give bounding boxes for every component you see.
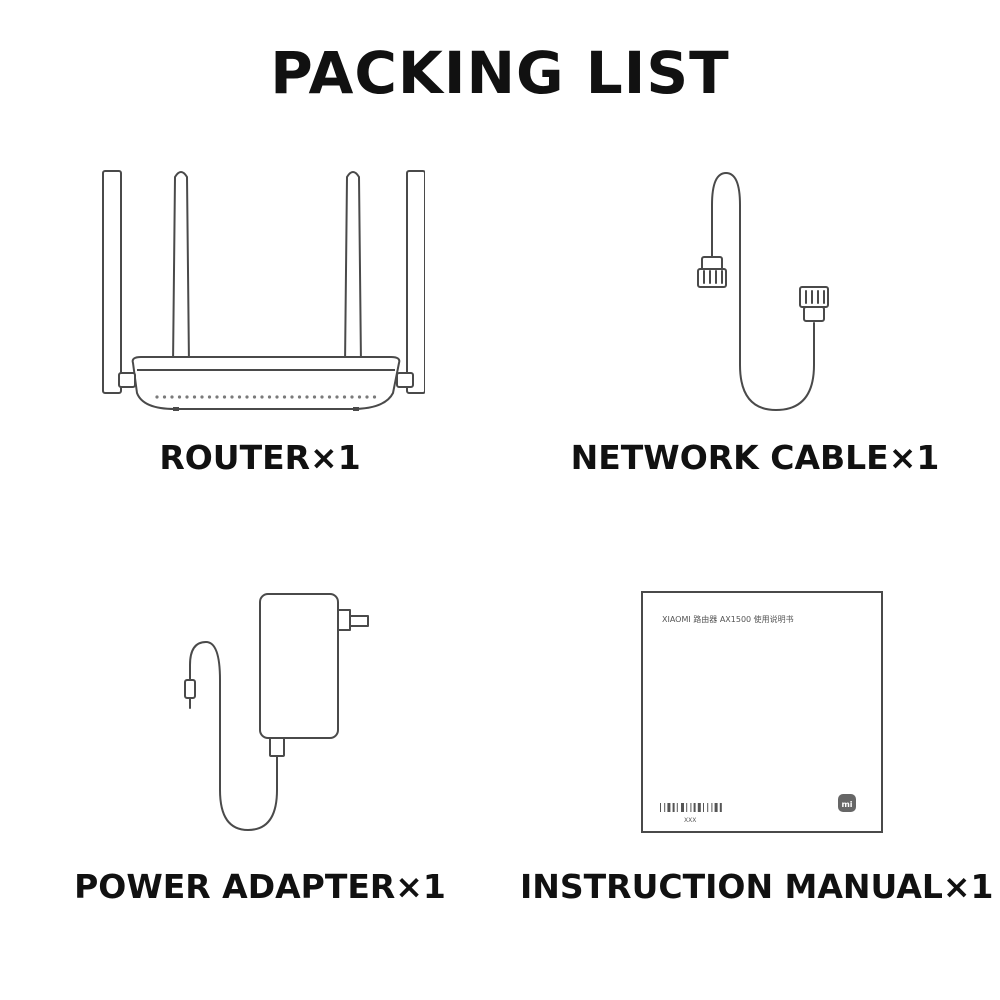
router-vent-dot [155,395,159,399]
router-vent-dot [207,395,212,399]
barcode-bar [690,803,692,812]
router-vent-dot [297,395,302,399]
router-vent-dot [215,395,219,399]
router-vent-dot [275,395,279,399]
barcode-bar [681,803,684,812]
router-vent-dot [342,395,347,399]
router-vent-dot [185,395,189,399]
mi-logo-icon [838,794,856,812]
router-vent-dot [222,395,227,399]
manual-cover-code: XXX [684,817,696,824]
router-vent-dot [177,395,182,399]
router-vent-dot [245,395,249,399]
power-adapter-label: POWER ADAPTER×1 [74,867,446,906]
router-vent-dot [162,395,167,399]
barcode-bar [686,803,688,812]
instruction-manual-label: INSTRUCTION MANUAL×1 [520,867,994,906]
barcode-bar [719,803,722,812]
router-vent-dot [192,395,197,399]
page-title: PACKING LIST [270,39,730,107]
network-cable-illustration [690,165,830,420]
barcode-bar [703,803,704,812]
router-vent-dot [312,395,317,399]
router-illustration [95,165,425,415]
barcode-bar [660,803,661,812]
barcode-bar [711,803,713,812]
power-adapter-illustration [180,590,380,840]
router-vent-dot [267,395,272,399]
router-vent-dot [237,395,242,399]
barcode-bar [667,803,671,812]
router-vent-dot [320,395,324,399]
barcode-bar [714,803,718,812]
barcode-bar [707,803,709,812]
router-vent-dot [170,395,174,399]
router-vent-dot [230,395,234,399]
router-label: ROUTER×1 [159,438,361,477]
barcode-bar [697,803,701,812]
router-vent-dot [290,395,294,399]
barcode-bar [693,803,696,812]
barcode-bar [676,803,678,812]
svg-text:mi: mi [841,800,852,809]
manual-cover-header: XIAOMI 路由器 AX1500 使用说明书 [662,614,794,624]
router-vent-dot [335,395,339,399]
barcode-bar [664,803,666,812]
router-vent-dot [200,395,204,399]
barcode-icon [660,803,722,812]
router-vent-dot [252,395,257,399]
instruction-manual-illustration: XIAOMI 路由器 AX1500 使用说明书 XXX mi [640,590,885,835]
router-vent-dot [327,395,332,399]
router-vent-dot [365,395,369,399]
router-vent-dot [372,395,377,399]
network-cable-label: NETWORK CABLE×1 [570,438,940,477]
router-vent-dot [260,395,264,399]
router-vent-dot [305,395,309,399]
router-vent-dot [357,395,362,399]
router-vent-dot [350,395,354,399]
router-vent-dot [282,395,287,399]
barcode-bar [672,803,675,812]
